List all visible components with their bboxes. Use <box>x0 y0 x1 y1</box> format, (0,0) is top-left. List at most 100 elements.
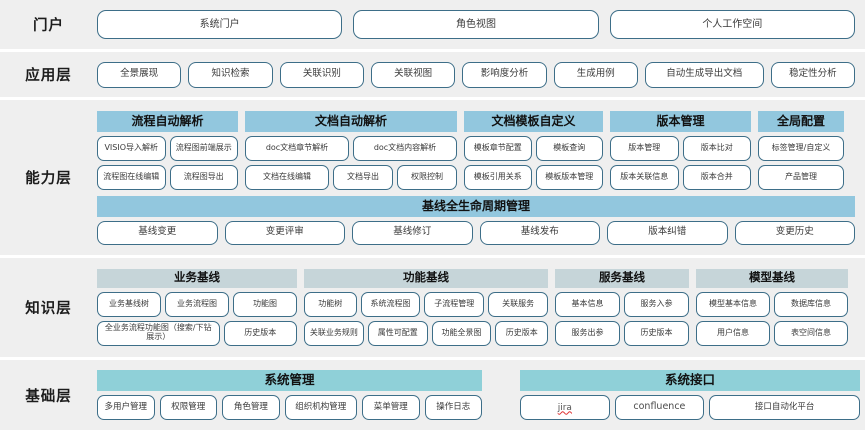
layer-foundation: 基础层 系统管理 多用户管理 权限管理 角色管理 组织机构管理 菜单管理 操作日… <box>0 360 865 430</box>
foundation-group-system-mgmt: 系统管理 多用户管理 权限管理 角色管理 组织机构管理 菜单管理 操作日志 <box>97 369 483 421</box>
ability-item-doc-online-edit[interactable]: 文档在线编辑 <box>245 164 330 190</box>
group-row: 模板引用关系 模板版本管理 <box>464 164 603 190</box>
app-item-relation-recognition[interactable]: 关联识别 <box>279 61 364 88</box>
knowledge-item-related-service[interactable]: 关联服务 <box>488 291 548 317</box>
application-item-list: 全景展现 知识检索 关联识别 关联视图 影响度分析 生成用例 自动生成导出文档 … <box>97 61 855 88</box>
ability-item-template-version-mgmt[interactable]: 模板版本管理 <box>535 164 603 190</box>
app-item-case-generation[interactable]: 生成用例 <box>553 61 638 88</box>
knowledge-item-user-info[interactable]: 用户信息 <box>696 320 770 346</box>
ability-group-version-mgmt: 版本管理 版本管理 版本比对 版本关联信息 版本合并 <box>610 110 751 190</box>
baseline-lifecycle-title: 基线全生命周期管理 <box>97 195 855 217</box>
knowledge-item-attribute-configurable[interactable]: 属性可配置 <box>367 320 428 346</box>
group-title-version-mgmt: 版本管理 <box>610 110 751 132</box>
confluence-label: confluence <box>633 401 686 413</box>
ability-group-doc-parsing: 文档自动解析 doc文档章节解析 doc文档内容解析 文档在线编辑 文档导出 权… <box>245 110 457 190</box>
foundation-item-menu-mgmt[interactable]: 菜单管理 <box>361 395 420 421</box>
knowledge-item-history-version-function[interactable]: 历史版本 <box>495 320 548 346</box>
group-row: 标签管理/自定义 <box>758 135 844 161</box>
foundation-item-permission-mgmt[interactable]: 权限管理 <box>159 395 218 421</box>
foundation-item-confluence[interactable]: confluence <box>614 395 705 421</box>
knowledge-item-history-version-service[interactable]: 历史版本 <box>624 320 689 346</box>
knowledge-item-service-input-param[interactable]: 服务入参 <box>624 291 689 317</box>
ability-item-visio-import-parse[interactable]: VISIO导入解析 <box>97 135 166 161</box>
group-row: 产品管理 <box>758 164 844 190</box>
group-title-function-baseline: 功能基线 <box>304 269 548 288</box>
foundation-item-operation-log[interactable]: 操作日志 <box>424 395 483 421</box>
baseline-item-release[interactable]: 基线发布 <box>479 220 600 245</box>
foundation-item-jira[interactable]: jira <box>520 395 610 421</box>
ability-group-global-config: 全局配置 标签管理/自定义 产品管理 <box>758 110 844 190</box>
foundation-item-role-mgmt[interactable]: 角色管理 <box>222 395 280 421</box>
app-item-impact-analysis[interactable]: 影响度分析 <box>462 61 547 88</box>
app-item-knowledge-search[interactable]: 知识检索 <box>188 61 273 88</box>
knowledge-item-service-output-param[interactable]: 服务出参 <box>555 320 620 346</box>
ability-item-permission-control[interactable]: 权限控制 <box>397 164 457 190</box>
layer-label-foundation: 基础层 <box>25 388 72 405</box>
portal-item-system-portal[interactable]: 系统门户 <box>97 10 343 39</box>
baseline-item-change-history[interactable]: 变更历史 <box>734 220 855 245</box>
knowledge-item-function-tree[interactable]: 功能树 <box>304 291 357 317</box>
knowledge-item-system-flowchart[interactable]: 系统流程图 <box>360 291 421 317</box>
baseline-item-change-review[interactable]: 变更评审 <box>224 220 345 245</box>
ability-item-version-mgmt[interactable]: 版本管理 <box>610 135 679 161</box>
ability-item-version-relation-info[interactable]: 版本关联信息 <box>610 164 679 190</box>
group-title-process-parsing: 流程自动解析 <box>97 110 238 132</box>
app-item-relation-view[interactable]: 关联视图 <box>370 61 456 88</box>
app-item-panorama[interactable]: 全景展现 <box>97 61 182 88</box>
knowledge-item-function-panorama[interactable]: 功能全景图 <box>431 320 492 346</box>
knowledge-item-full-business-flow-function-map[interactable]: 全业务流程功能图（搜索/下钻展示） <box>97 320 220 346</box>
baseline-item-revision[interactable]: 基线修订 <box>352 220 473 245</box>
knowledge-item-business-flowchart[interactable]: 业务流程图 <box>165 291 229 317</box>
knowledge-item-function-diagram[interactable]: 功能图 <box>233 291 297 317</box>
knowledge-item-tablespace-info[interactable]: 表空间信息 <box>774 320 848 346</box>
layer-body-ability: 流程自动解析 VISIO导入解析 流程图前端展示 流程图在线编辑 流程图导出 文… <box>97 110 865 245</box>
knowledge-item-related-business-rule[interactable]: 关联业务规则 <box>304 320 364 346</box>
ability-item-template-chapter-config[interactable]: 模板章节配置 <box>464 135 532 161</box>
app-item-auto-doc-export[interactable]: 自动生成导出文档 <box>644 61 764 88</box>
group-row: 服务出参 历史版本 <box>555 320 689 346</box>
portal-item-personal-workspace[interactable]: 个人工作空间 <box>609 10 855 39</box>
knowledge-group-service-baseline: 服务基线 基本信息 服务入参 服务出参 历史版本 <box>555 269 689 346</box>
knowledge-item-history-version-business[interactable]: 历史版本 <box>223 320 297 346</box>
knowledge-item-subprocess-mgmt[interactable]: 子流程管理 <box>424 291 485 317</box>
layer-knowledge: 知识层 业务基线 业务基线树 业务流程图 功能图 全业务流程功能图（搜索/下钻展… <box>0 258 865 360</box>
ability-item-doc-chapter-parse[interactable]: doc文档章节解析 <box>245 135 349 161</box>
knowledge-item-business-baseline-tree[interactable]: 业务基线树 <box>97 291 161 317</box>
group-row: 模板章节配置 模板查询 <box>464 135 603 161</box>
group-row: 全业务流程功能图（搜索/下钻展示） 历史版本 <box>97 320 297 346</box>
knowledge-item-model-basic-info[interactable]: 模型基本信息 <box>696 291 770 317</box>
layer-ability: 能力层 流程自动解析 VISIO导入解析 流程图前端展示 流程图在线编辑 流程图… <box>0 100 865 258</box>
knowledge-item-database-info[interactable]: 数据库信息 <box>774 291 848 317</box>
ability-item-doc-content-parse[interactable]: doc文档内容解析 <box>353 135 457 161</box>
ability-item-doc-export[interactable]: 文档导出 <box>333 164 394 190</box>
layer-portal: 门户 系统门户 角色视图 个人工作空间 <box>0 0 865 52</box>
ability-item-product-mgmt[interactable]: 产品管理 <box>758 164 844 190</box>
group-row: 基本信息 服务入参 <box>555 291 689 317</box>
group-title-doc-parsing: 文档自动解析 <box>245 110 457 132</box>
layer-body-portal: 系统门户 角色视图 个人工作空间 <box>97 10 865 39</box>
foundation-item-multi-user-mgmt[interactable]: 多用户管理 <box>97 395 155 421</box>
ability-item-template-reference[interactable]: 模板引用关系 <box>464 164 532 190</box>
group-row: 业务基线树 业务流程图 功能图 <box>97 291 297 317</box>
ability-item-version-merge[interactable]: 版本合并 <box>682 164 751 190</box>
knowledge-item-basic-info[interactable]: 基本信息 <box>555 291 620 317</box>
foundation-group-list: 系统管理 多用户管理 权限管理 角色管理 组织机构管理 菜单管理 操作日志 系统… <box>97 369 860 421</box>
baseline-item-version-correction[interactable]: 版本纠错 <box>607 220 728 245</box>
foundation-item-api-automation-platform[interactable]: 接口自动化平台 <box>709 395 860 421</box>
baseline-lifecycle-block: 基线全生命周期管理 基线变更 变更评审 基线修订 基线发布 版本纠错 变更历史 <box>97 195 855 245</box>
group-row: 用户信息 表空间信息 <box>696 320 848 346</box>
group-title-model-baseline: 模型基线 <box>696 269 848 288</box>
baseline-item-change[interactable]: 基线变更 <box>97 220 218 245</box>
ability-item-flowchart-online-edit[interactable]: 流程图在线编辑 <box>97 164 166 190</box>
foundation-item-org-structure-mgmt[interactable]: 组织机构管理 <box>284 395 357 421</box>
knowledge-group-model-baseline: 模型基线 模型基本信息 数据库信息 用户信息 表空间信息 <box>696 269 848 346</box>
ability-item-template-query[interactable]: 模板查询 <box>535 135 603 161</box>
ability-item-flowchart-frontend-display[interactable]: 流程图前端展示 <box>169 135 238 161</box>
ability-item-flowchart-export[interactable]: 流程图导出 <box>169 164 238 190</box>
group-title-system-mgmt: 系统管理 <box>97 369 482 392</box>
portal-item-role-view[interactable]: 角色视图 <box>353 10 599 39</box>
app-item-stability-analysis[interactable]: 稳定性分析 <box>770 61 855 88</box>
ability-item-tag-mgmt-custom[interactable]: 标签管理/自定义 <box>758 135 844 161</box>
layer-body-knowledge: 业务基线 业务基线树 业务流程图 功能图 全业务流程功能图（搜索/下钻展示） 历… <box>97 269 865 346</box>
ability-item-version-compare[interactable]: 版本比对 <box>682 135 751 161</box>
